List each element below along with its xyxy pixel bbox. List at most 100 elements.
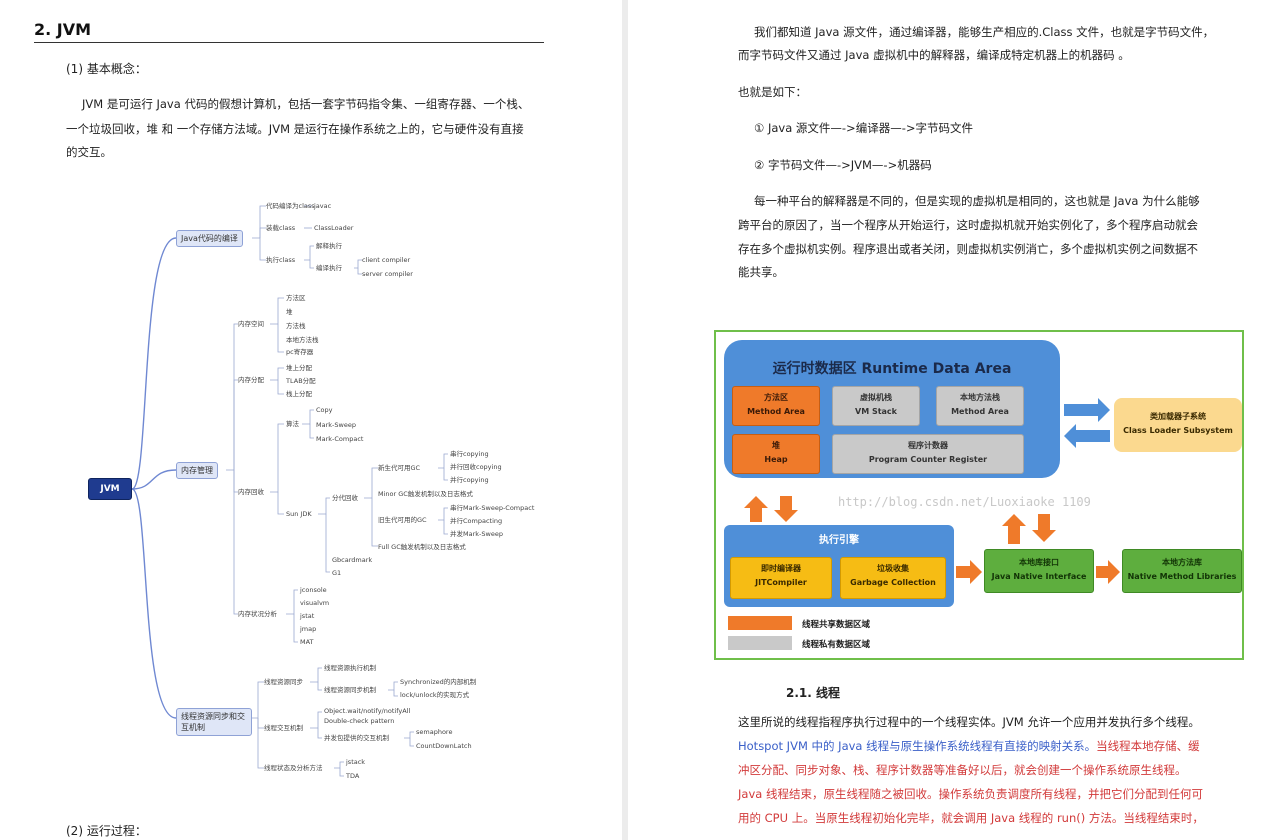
heap-cn: 堆 [772,441,780,450]
arrow-down-icon [1032,514,1056,542]
section-rule [34,42,544,43]
arrow-right-icon [956,560,982,584]
mindmap-leaf: semaphore [416,728,453,736]
arrow-up-icon [1002,514,1026,544]
heap-block: 堆 Heap [732,434,820,474]
para1-line2: 一个垃圾回收，堆 和 一个存储方法域。JVM 是运行在操作系统之上的，它与硬件没… [66,122,524,136]
mindmap-leaf: 线程资源同步机制 [324,686,376,694]
mindmap-node: 内存分配 [238,376,264,384]
mindmap-node: 线程资源同步 [264,678,303,686]
mindmap-leaf: 解释执行 [316,242,342,250]
pc-register-cn: 程序计数器 [908,441,948,450]
para-mid-line2: 跨平台的原因了，当一个程序从开始运行，这时虚拟机就开始实例化了，多个程序启动就会 [738,218,1198,232]
mindmap-branch-memory: 内存管理 [176,462,218,479]
diagram-arrows [744,398,1120,584]
para1-line3: 的交互。 [66,145,112,159]
jit-compiler-block: 即时编译器 JITCompiler [730,557,832,599]
gc-cn: 垃圾收集 [877,564,909,573]
mindmap-node: 内存状况分析 [238,610,277,618]
legend-private-label: 线程私有数据区域 [802,640,871,650]
mindmap-leaf: MAT [300,638,314,646]
vm-stack-en: VM Stack [855,407,897,416]
mindmap-node: 线程状态及分析方法 [264,764,323,772]
mindmap-root: JVM [88,478,132,500]
legend-shared-label: 线程共享数据区域 [802,620,871,630]
method-area-block: 方法区 Method Area [732,386,820,426]
legend-private-swatch [728,636,792,650]
mindmap-leaf: 本地方法栈 [286,336,319,344]
mindmap-leaf: TDA [346,772,360,780]
class-loader-cn: 类加载器子系统 [1150,412,1206,421]
mindmap-leaf: client compiler [362,256,411,264]
vm-stack-block: 虚拟机栈 VM Stack [832,386,920,426]
mindmap-leaf: 算法 [286,420,299,428]
arrow-up-icon [744,496,768,522]
thread-para-line5: 用的 CPU 上。当原生线程初始化完毕，就会调用 Java 线程的 run() … [738,811,1204,825]
mindmap-leaf: 方法区 [286,294,306,302]
arrow-left-icon [1064,424,1110,448]
mindmap-node: 装载class [266,224,296,232]
step2-line: ② 字节码文件—->JVM—->机器码 [754,158,932,172]
thread-para-blue: Hotspot JVM 中的 Java 线程与原生操作系统线程有直接的映射关系。 [738,739,1097,753]
thread-para-line4: Java 线程结束，原生线程随之被回收。操作系统负责调度所有线程，并把它们分配到… [738,787,1203,801]
native-libraries-block: 本地方法库 Native Method Libraries [1122,549,1242,593]
mindmap-connectors [131,205,448,777]
mindmap-node: 执行class [266,256,296,264]
mindmap-leaf: server compiler [362,270,413,278]
mindmap-branch-thread: 线程资源同步和交互机制 [176,708,252,736]
mindmap-leaf: 旧生代可用的GC [378,516,427,524]
mindmap-leaf: 并行回收copying [450,463,502,471]
mindmap-node: 代码编译为class [266,202,315,210]
mindmap-leaf: 串行Mark-Sweep-Compact [450,504,535,512]
class-loader-subsystem: 类加载器子系统 Class Loader Subsystem [1114,398,1242,452]
mindmap-leaf: pc寄存器 [286,348,314,356]
mindmap-leaf: Sun JDK [286,510,312,518]
mindmap-leaf: G1 [332,569,342,577]
mindmap-leaf: jstat [300,612,315,620]
arrow-right-icon [1096,560,1120,584]
native-lib-en: Native Method Libraries [1127,572,1237,581]
native-method-stack-en: Method Area [951,407,1009,416]
thread-para-line2: Hotspot JVM 中的 Java 线程与原生操作系统线程有直接的映射关系。… [738,734,1200,759]
run-process-heading: (2) 运行过程： [66,824,147,838]
mindmap-leaf: Gbcardmark [332,556,373,564]
para-mid-line1: 每一种平台的解释器是不同的，但是实现的虚拟机是相同的，这也就是 Java 为什么… [754,194,1200,208]
vm-stack-cn: 虚拟机栈 [860,393,892,402]
mindmap-leaf: 串行copying [450,450,489,458]
mindmap-leaf: 方法栈 [286,322,306,330]
arrow-right-icon [1064,398,1110,422]
section-title: 2. JVM [34,20,92,39]
left-page: 2. JVM (1) 基本概念： JVM 是可运行 Java 代码的假想计算机，… [0,0,622,840]
mindmap-leaf: 新生代可用GC [378,464,421,472]
native-method-stack-block: 本地方法栈 Method Area [936,386,1024,426]
mindmap-leaf: 并行Compacting [450,517,503,525]
mindmap-leaf: 编译执行 [316,264,342,272]
mindmap-leaf: lock/unlock的实现方式 [400,691,470,699]
mindmap-leaf: Copy [316,406,333,414]
method-area-cn: 方法区 [764,393,788,402]
native-method-stack-cn: 本地方法栈 [960,393,1000,402]
runtime-data-area: 运行时数据区 Runtime Data Area 方法区 Method Area… [724,340,1060,478]
pc-register-en: Program Counter Register [868,455,988,464]
mindmap-node: 线程交互机制 [264,724,303,732]
mindmap-leaf: 并行copying [450,476,489,484]
legend-shared-swatch [728,616,792,630]
gc-en: Garbage Collection [850,578,936,587]
mindmap-leaf: TLAB分配 [286,377,316,385]
method-area-en: Method Area [747,407,805,416]
thread-para-line3: 冲区分配、同步对象、栈、程序计数器等准备好以后，就会创建一个操作系统原生线程。 [738,763,1187,777]
mindmap-leaf: 并发Mark-Sweep [450,530,503,538]
step1-line: ① Java 源文件—->编译器—->字节码文件 [754,121,973,135]
jit-cn: 即时编译器 [761,564,801,573]
pc-register-block: 程序计数器 Program Counter Register [832,434,1024,474]
mindmap-leaf: Mark-Sweep [316,421,356,429]
mindmap-leaf: Double-check pattern [324,717,395,725]
jvm-architecture-diagram: 运行时数据区 Runtime Data Area 方法区 Method Area… [714,330,1244,660]
mindmap-leaf: Full GC触发机制以及日志格式 [378,543,466,551]
para-mid-line4: 能共享。 [738,265,784,279]
jni-cn: 本地库接口 [1019,558,1059,567]
mindmap-leaf: 分代回收 [332,494,358,502]
rda-title: 运行时数据区 Runtime Data Area [772,361,1012,377]
mindmap-leaf: jmap [300,625,317,633]
mindmap-leaf: jconsole [300,586,327,594]
